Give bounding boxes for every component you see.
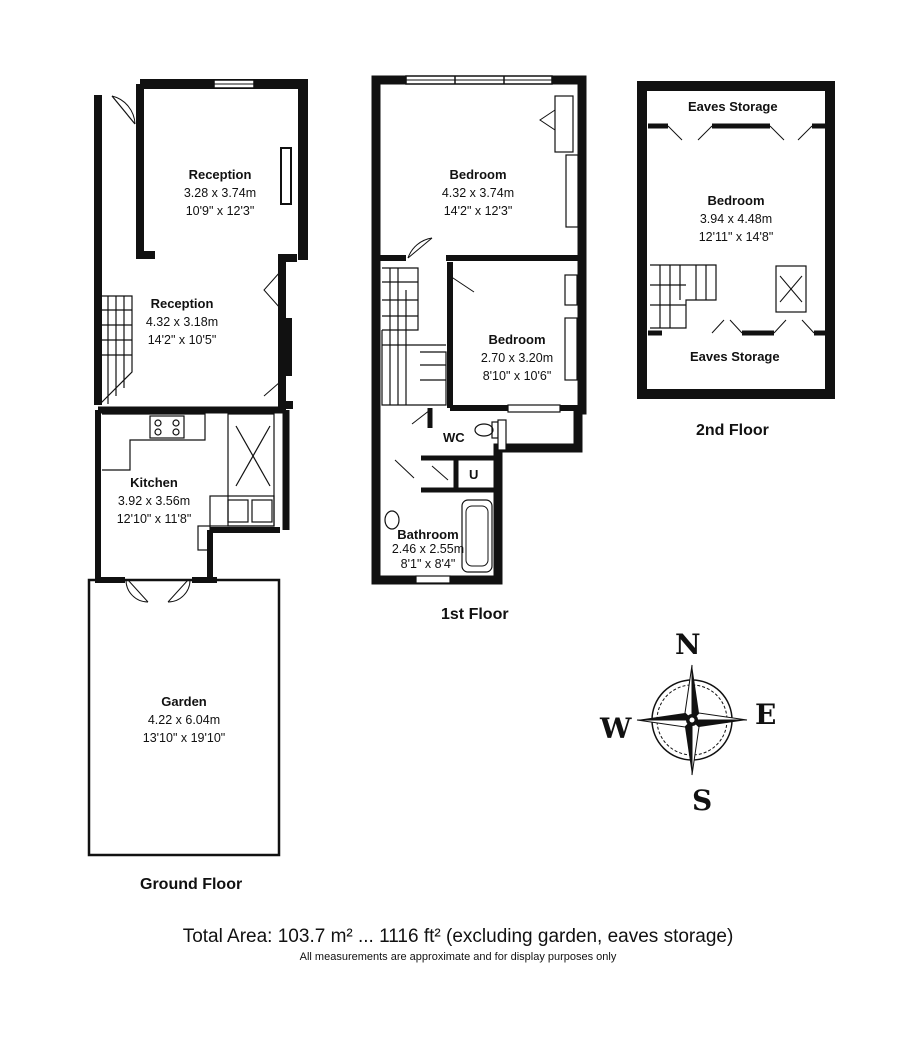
- floor-title-first: 1st Floor: [441, 606, 509, 623]
- room-name: Bedroom: [449, 167, 507, 182]
- total-area-text: Total Area: 103.7 m² ... 1116 ft² (exclu…: [182, 926, 734, 947]
- room-label-bedroom-loft: Bedroom 3.94 x 4.48m 12'11" x 14'8": [674, 192, 798, 246]
- room-metric: 2.46 x 2.55m: [391, 542, 465, 556]
- compass-rose: [636, 664, 748, 776]
- room-metric: 4.32 x 3.18m: [145, 315, 219, 329]
- room-label-bedroom-rear: Bedroom 2.70 x 3.20m 8'10" x 10'6": [455, 331, 579, 385]
- second-floor-plan: [637, 81, 835, 399]
- ground-floor-plan: [87, 79, 308, 857]
- room-imperial: 14'2" x 10'5": [147, 333, 217, 347]
- room-metric: 3.92 x 3.56m: [117, 494, 191, 508]
- room-imperial: 10'9" x 12'3": [185, 204, 255, 218]
- floor-title-second: 2nd Floor: [696, 422, 769, 439]
- room-name: Kitchen: [130, 475, 178, 490]
- room-metric: 4.22 x 6.04m: [147, 713, 221, 727]
- room-name: Reception: [150, 296, 214, 311]
- room-imperial: 14'2" x 12'3": [443, 204, 513, 218]
- compass-south-label: S: [692, 784, 713, 817]
- room-imperial: 8'1" x 8'4": [400, 557, 456, 571]
- room-metric: 3.28 x 3.74m: [183, 186, 257, 200]
- room-name: Garden: [161, 694, 207, 709]
- garden-outline: [87, 578, 281, 857]
- eaves-storage-bottom-label: Eaves Storage: [690, 349, 780, 364]
- room-label-garden: Garden 4.22 x 6.04m 13'10" x 19'10": [122, 693, 246, 747]
- room-label-reception-rear: Reception 4.32 x 3.18m 14'2" x 10'5": [120, 295, 244, 349]
- room-label-bedroom-front: Bedroom 4.32 x 3.74m 14'2" x 12'3": [416, 166, 540, 220]
- eaves-storage-top-label: Eaves Storage: [688, 99, 778, 114]
- compass-east-label: E: [755, 698, 777, 731]
- floor-title-ground: Ground Floor: [140, 876, 243, 893]
- room-metric: 3.94 x 4.48m: [699, 212, 773, 226]
- utility-label: U: [469, 467, 479, 482]
- room-name: Bathroom: [397, 527, 459, 542]
- room-metric: 2.70 x 3.20m: [480, 351, 554, 365]
- room-imperial: 12'10" x 11'8": [116, 512, 192, 526]
- room-label-reception-front: Reception 3.28 x 3.74m 10'9" x 12'3": [158, 166, 282, 220]
- room-imperial: 12'11" x 14'8": [698, 230, 774, 244]
- room-metric: 4.32 x 3.74m: [441, 186, 515, 200]
- ground-outer-wall: [140, 79, 308, 260]
- second-outer-wall: [637, 81, 835, 399]
- room-imperial: 13'10" x 19'10": [142, 731, 226, 745]
- disclaimer-text: All measurements are approximate and for…: [299, 951, 617, 963]
- room-name: Reception: [188, 167, 252, 182]
- room-label-kitchen: Kitchen 3.92 x 3.56m 12'10" x 11'8": [92, 474, 216, 528]
- wc-label: WC: [443, 430, 465, 445]
- room-label-bathroom: Bathroom 2.46 x 2.55m 8'1" x 8'4": [366, 527, 490, 572]
- compass-west-label: W: [600, 712, 632, 745]
- room-name: Bedroom: [488, 332, 546, 347]
- first-floor-plan: [371, 75, 587, 585]
- room-name: Bedroom: [707, 193, 765, 208]
- room-imperial: 8'10" x 10'6": [482, 369, 552, 383]
- compass-north-label: N: [675, 628, 701, 661]
